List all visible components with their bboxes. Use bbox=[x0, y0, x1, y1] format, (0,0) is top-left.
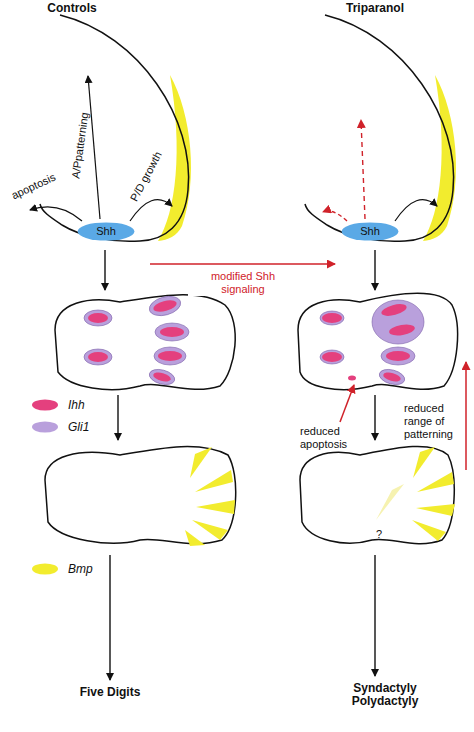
callout-text: reduced range of patterning bbox=[404, 402, 462, 441]
column-heading: Triparanol bbox=[346, 2, 404, 15]
legend-text: Gli1 bbox=[68, 420, 89, 434]
callout-text: reduced apoptosis bbox=[300, 425, 370, 451]
arrow-label: A/Ppatterning bbox=[69, 111, 91, 179]
node-text: Shh bbox=[360, 225, 380, 238]
shh-domain: Shh bbox=[77, 222, 135, 241]
arrow-label: apoptosis bbox=[10, 170, 58, 202]
autopod bbox=[45, 446, 236, 546]
column-heading: Controls bbox=[47, 2, 96, 15]
legend-row: Gli1 bbox=[30, 420, 89, 434]
autopod bbox=[300, 446, 455, 543]
signal-arrow bbox=[150, 263, 335, 265]
outcome-text: Syndactyly Polydactyly bbox=[340, 682, 430, 708]
autopod bbox=[55, 293, 235, 389]
callout-arrow bbox=[465, 362, 467, 470]
arrow-label: modified Shh signaling bbox=[188, 270, 298, 296]
limb-bud bbox=[305, 15, 456, 241]
legend-text: Bmp bbox=[68, 562, 93, 576]
callout-arrow bbox=[340, 385, 354, 422]
legend-row: Ihh bbox=[30, 398, 85, 412]
outcome-text: Five Digits bbox=[80, 686, 141, 699]
limb-bud bbox=[30, 15, 191, 241]
node-text: Shh bbox=[96, 225, 116, 238]
step-arrows bbox=[105, 250, 375, 680]
question-mark: ? bbox=[376, 528, 382, 541]
legend-swatch bbox=[30, 398, 60, 412]
legend-row: Bmp bbox=[30, 562, 93, 576]
legend-text: Ihh bbox=[68, 398, 85, 412]
shh-domain: Shh bbox=[341, 222, 399, 241]
legend-swatch bbox=[30, 562, 60, 576]
legend-swatch bbox=[30, 420, 60, 434]
autopod bbox=[298, 293, 458, 389]
arrow-label: P/D growth bbox=[127, 149, 164, 203]
